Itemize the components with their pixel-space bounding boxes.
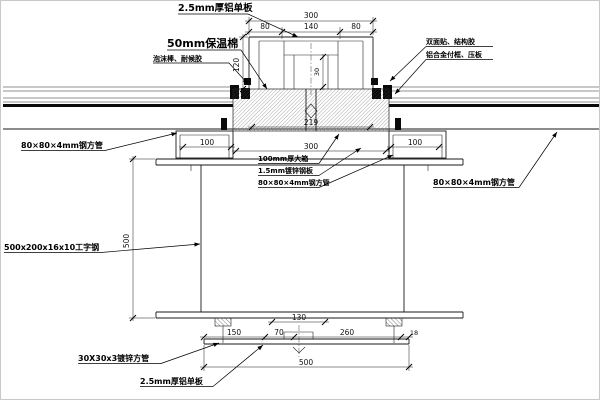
- dim-gutter-right: 100: [408, 138, 423, 147]
- label-tape-sealant: 双面贴、结构胶: [426, 37, 475, 46]
- i-beam: [155, 158, 464, 319]
- dim-bottom-18: 18: [410, 329, 418, 337]
- dim-bottom-150: 150: [227, 328, 242, 337]
- dim-bottom-total: 500: [299, 358, 314, 367]
- dim-bottom-70: 70: [274, 328, 284, 337]
- label-galv-sheet: 1.5mm镀锌钢板: [258, 166, 314, 175]
- insulation-hatch: [232, 88, 390, 132]
- callout-labels: 2.5mm厚铝单板 50mm保温棉 泡沫棒、耐候胶 双面贴、结构胶 铝合金付框、…: [4, 2, 558, 387]
- gutter-right: [388, 130, 447, 159]
- dim-panel-span: 300: [304, 142, 319, 151]
- dim-top-right: 80: [351, 22, 361, 31]
- label-i-beam: 500x200x16x10工字钢: [4, 242, 99, 252]
- dim-bottom-130: 130: [292, 313, 307, 322]
- label-top-panel: 2.5mm厚铝单板: [178, 2, 253, 14]
- label-steel-tube-left: 80×80×4mm钢方管: [21, 140, 103, 150]
- dim-bottom-260: 260: [340, 328, 355, 337]
- label-big-box: 100mm厚大箱: [258, 154, 308, 163]
- dim-top-total: 300: [304, 11, 319, 20]
- dim-gutter-left: 100: [200, 138, 215, 147]
- bottom-panel-assembly: [203, 317, 410, 357]
- dim-beam-height: 500: [122, 234, 131, 249]
- label-galv-tube: 30X30x3镀锌方管: [78, 353, 149, 363]
- dim-clamp-span: 219: [304, 118, 319, 127]
- label-steel-tube-mid: 80×80×4mm钢方管: [258, 178, 330, 187]
- dim-top-mid: 140: [304, 22, 319, 31]
- label-bottom-panel: 2.5mm厚铝单板: [140, 376, 204, 386]
- dimension-texts: 300 80 140 80 120 30 219 300 100 100 500…: [122, 11, 422, 367]
- dim-top-left: 80: [260, 22, 270, 31]
- label-insulation: 50mm保温棉: [167, 36, 238, 50]
- label-foam-sealant: 泡沫棒、耐候胶: [153, 54, 202, 63]
- ridge-cap: [248, 36, 374, 97]
- label-steel-tube-right: 80×80×4mm钢方管: [433, 177, 515, 187]
- label-alum-frame: 铝合金付框、压板: [426, 50, 483, 59]
- dim-cap-height: 120: [232, 58, 241, 73]
- dim-inner-height: 30: [313, 68, 321, 76]
